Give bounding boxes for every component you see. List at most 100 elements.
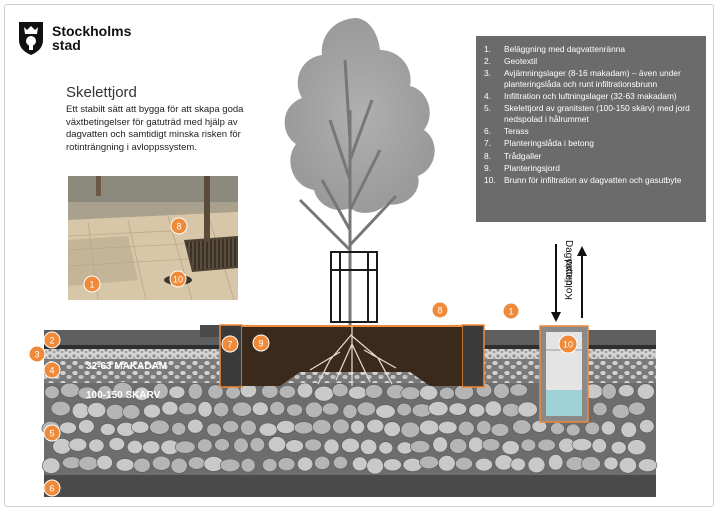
stone [60, 382, 80, 398]
stone [618, 457, 637, 474]
stone [383, 458, 402, 472]
stone [438, 420, 458, 435]
stone [105, 403, 125, 420]
stone [44, 385, 60, 400]
stone [494, 454, 513, 471]
stone [87, 402, 107, 418]
tree [284, 18, 435, 330]
stone [432, 436, 448, 453]
stone [571, 438, 593, 452]
legend-number: 8. [484, 150, 491, 161]
stone [366, 457, 384, 475]
stone [112, 382, 133, 399]
stone [639, 419, 655, 434]
stone [637, 458, 658, 473]
stone [96, 455, 113, 471]
planting-box [219, 324, 485, 388]
legend-number: 3. [484, 68, 491, 79]
legend-text: Planteringslåda i betong [504, 138, 594, 149]
legend-item: 4.Infiltration och luftningslager (32-63… [484, 91, 698, 102]
stone [517, 401, 538, 418]
stone [171, 421, 186, 436]
stone [364, 384, 384, 399]
stone [410, 440, 431, 454]
stone [178, 402, 197, 416]
stone [133, 457, 151, 473]
svg-text:5: 5 [49, 429, 54, 439]
stone [512, 419, 532, 435]
concrete-wall-left [219, 324, 243, 388]
arrow-up-icon [577, 246, 587, 256]
legend-item: 2.Geotextil [484, 56, 698, 67]
tree-canopy [284, 18, 435, 213]
legend-text: Avjämningslager (8-16 makadam) – även un… [504, 68, 681, 89]
stone [108, 437, 126, 451]
stone [68, 437, 88, 452]
stone [509, 383, 528, 397]
stone [449, 438, 468, 454]
legend-text: Trådgaller [504, 150, 542, 161]
stone [565, 423, 581, 437]
stone [174, 440, 196, 454]
stone [396, 402, 412, 417]
stone [439, 386, 455, 400]
stone [527, 456, 546, 474]
stone [304, 401, 323, 418]
logo-line-1: Stockholms [52, 23, 132, 39]
marker-10: 10 [558, 334, 578, 354]
stone [603, 456, 619, 471]
stone [356, 401, 376, 417]
stone [197, 401, 213, 418]
photo-marker-1: 1 [83, 275, 101, 293]
legend-text: Geotextil [504, 56, 538, 67]
stone [618, 384, 635, 398]
stone [312, 419, 332, 435]
tree-roots [309, 326, 397, 386]
stone [313, 385, 334, 402]
marker-6: 6 [43, 479, 61, 497]
stone [351, 456, 368, 472]
stone [378, 441, 394, 455]
stone [476, 420, 492, 435]
stone [133, 386, 150, 401]
stone [350, 419, 365, 435]
stone [419, 385, 439, 401]
stone [161, 401, 179, 416]
stone [258, 422, 278, 437]
stone [219, 458, 241, 472]
stone [278, 384, 297, 399]
street-photo [68, 176, 238, 300]
stone [293, 421, 314, 435]
marker-3: 3 [28, 345, 46, 363]
stone [262, 458, 278, 472]
photo-marker-10: 10 [169, 270, 187, 288]
stone [88, 438, 105, 453]
legend-item: 10.Brunn för infiltration av dagvatten o… [484, 175, 698, 186]
label-skarv: 100-150 SKÄRV [86, 388, 161, 401]
legend-number: 5. [484, 103, 491, 114]
legend-number: 9. [484, 162, 491, 173]
stone [187, 383, 203, 400]
stone [333, 455, 348, 470]
legend-item: 1.Beläggning med dagvattenränna [484, 44, 698, 55]
label-koldioxid: Koldioxid [564, 259, 575, 300]
stone [584, 421, 600, 436]
stone [366, 418, 385, 434]
stone [601, 383, 617, 400]
svg-text:3: 3 [34, 350, 39, 360]
legend-number: 6. [484, 126, 491, 137]
concrete-wall-right [461, 324, 485, 388]
stone [168, 385, 186, 399]
stone [78, 455, 99, 471]
stone [418, 455, 439, 470]
stone [342, 403, 358, 419]
stone [240, 458, 256, 473]
stone [348, 385, 368, 400]
stone [71, 402, 90, 419]
legend-item: 9.Planteringsjord [484, 163, 698, 174]
marker-2: 2 [43, 331, 61, 349]
stone [52, 438, 72, 455]
stone [457, 420, 475, 437]
stone [249, 437, 265, 453]
